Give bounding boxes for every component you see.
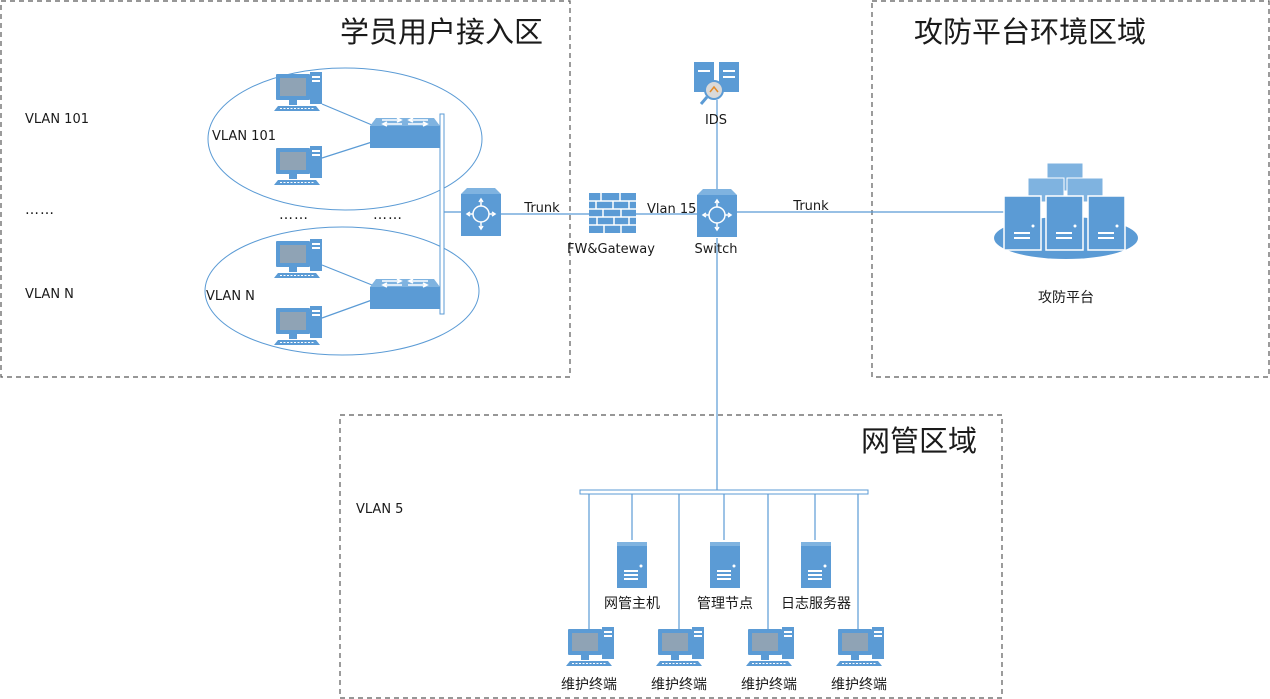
mgmt-bus <box>579 489 869 495</box>
vlan101-left-label: VLAN 101 <box>25 112 89 127</box>
maint-terminal-4 <box>835 626 885 667</box>
attack-platform-zone <box>871 0 1270 378</box>
core-switch-icon <box>696 188 738 238</box>
terminal-1-label: 维护终端 <box>561 677 617 693</box>
mgmt-zone-title: 网管区域 <box>861 424 977 458</box>
log-server <box>801 542 831 588</box>
core-links <box>501 100 1010 491</box>
terminal-4-label: 维护终端 <box>831 677 887 693</box>
mgmt-host-label: 网管主机 <box>604 596 660 612</box>
firewall-icon <box>589 193 636 233</box>
attack-zone-title: 攻防平台环境区域 <box>914 15 1146 49</box>
attack-platform-label: 攻防平台 <box>1038 290 1094 306</box>
vlanN-switch <box>369 278 441 310</box>
student-zone-title: 学员用户接入区 <box>340 15 543 49</box>
vlanN-inner-label: VLAN N <box>206 289 255 304</box>
vlanN-pc-2 <box>273 305 323 346</box>
terminal-3-label: 维护终端 <box>741 677 797 693</box>
mid-ellipsis-1: …… <box>279 207 309 223</box>
maint-terminal-3 <box>745 626 795 667</box>
vlan101-pc-1 <box>273 71 323 112</box>
terminal-2-label: 维护终端 <box>651 677 707 693</box>
vlan15-label: Vlan 15 <box>647 202 696 217</box>
vlan5-label: VLAN 5 <box>356 502 403 517</box>
vlan101-inner-label: VLAN 101 <box>212 129 276 144</box>
mgmt-links <box>588 494 859 632</box>
vlan101-switch <box>369 117 441 149</box>
ids-label: IDS <box>705 113 727 128</box>
mgmt-node-server <box>710 542 740 588</box>
vlanN-pc-1 <box>273 238 323 279</box>
student-bus <box>439 113 445 315</box>
network-management-zone <box>339 414 1003 699</box>
vlanN-left-label: VLAN N <box>25 287 74 302</box>
attack-platform-icon <box>994 162 1138 259</box>
vlan101-ellipse <box>207 67 483 211</box>
mgmt-host-server <box>617 542 647 588</box>
log-server-label: 日志服务器 <box>781 596 851 612</box>
mid-ellipsis-2: …… <box>373 207 403 223</box>
access-router-icon <box>460 187 502 237</box>
maint-terminal-1 <box>565 626 615 667</box>
left-ellipsis: …… <box>25 202 55 218</box>
trunk-right-label: Trunk <box>792 199 829 214</box>
switch-label: Switch <box>695 242 738 257</box>
vlanN-ellipse <box>204 226 480 356</box>
vlan101-pc-2 <box>273 145 323 186</box>
trunk-left-label: Trunk <box>523 201 560 216</box>
ids-icon <box>694 62 739 105</box>
mgmt-node-label: 管理节点 <box>697 596 753 612</box>
student-access-zone <box>0 0 571 378</box>
maint-terminal-2 <box>655 626 705 667</box>
firewall-label: FW&Gateway <box>567 242 655 257</box>
